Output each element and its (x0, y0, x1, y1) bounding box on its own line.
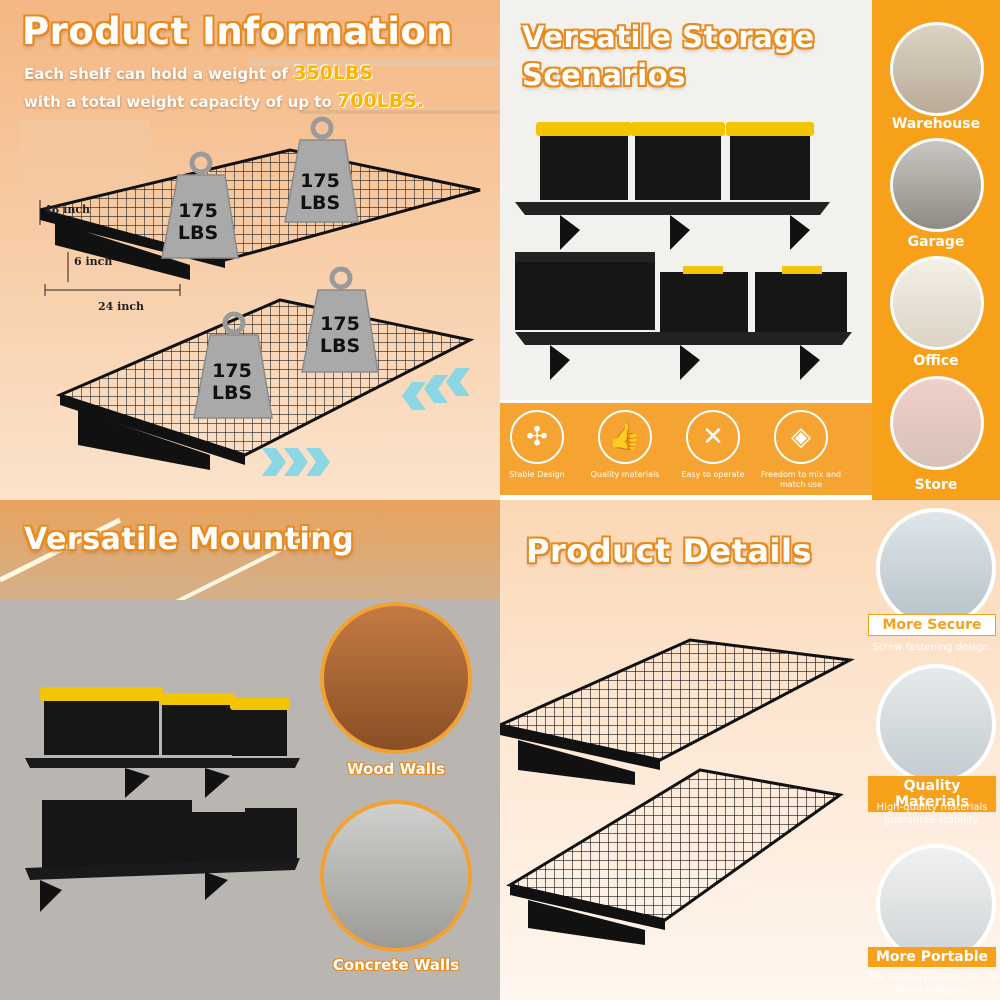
garage-scene-image (890, 138, 984, 232)
dimension-width-label: 48 inch (44, 203, 91, 216)
more-portable-desc: The support frame can be freely adjusted (867, 972, 997, 996)
office-scene-image (890, 256, 984, 350)
weight-label: 175 LBS (211, 360, 253, 404)
wood-wall-image (320, 602, 472, 754)
total-capacity-value: 700LBS. (337, 90, 425, 112)
versatile-mounting-panel: Versatile Mounting (0, 500, 500, 1000)
scenario-label-store: Store (914, 477, 958, 493)
warehouse-scene-image (890, 22, 984, 116)
layers-icon: ◈ (774, 410, 828, 464)
capacity-line-2: with a total weight capacity of up to 70… (24, 90, 424, 112)
scenario-label-garage: Garage (907, 234, 965, 250)
feature-easy-to-operate: ✕ Easy to operate (668, 410, 758, 480)
thumbs-up-icon: 👍 (598, 410, 652, 464)
dimension-depth-label: 24 inch (98, 300, 145, 313)
capacity-line-1-text: Each shelf can hold a weight of (24, 65, 288, 83)
more-portable-label: More Portable (868, 947, 996, 967)
product-information-panel: Product Information Each shelf can hold … (0, 0, 500, 500)
capacity-line-2-text: with a total weight capacity of up to (24, 93, 332, 111)
storage-title-line-1: Versatile Storage (522, 20, 815, 54)
feature-quality-materials: 👍 Quality materials (580, 410, 670, 480)
quality-materials-image (876, 664, 996, 784)
feature-label: Quality materials (590, 470, 660, 479)
storage-shelf-illustration (500, 0, 872, 400)
details-shelf-illustration (500, 638, 855, 945)
tools-icon: ✕ (686, 410, 740, 464)
mounting-title: Versatile Mounting (24, 522, 355, 557)
more-secure-desc: Screw fastening design. (872, 642, 992, 653)
concrete-wall-image (320, 800, 472, 952)
feature-mix-and-match: ◈ Freedom to mix and match use (756, 410, 846, 490)
concrete-walls-label: Concrete Walls (332, 956, 460, 974)
dimension-height-label: 6 inch (74, 255, 113, 268)
shelf-illustration (20, 60, 500, 476)
feature-label: Stable Design (509, 470, 565, 479)
scenario-label-warehouse: Warehouse (891, 116, 981, 132)
weight-label: 175 LBS (319, 313, 361, 357)
weight-label: 175 LBS (299, 170, 341, 214)
product-information-title: Product Information (22, 10, 454, 53)
feature-label: Easy to operate (681, 470, 745, 479)
wood-walls-label: Wood Walls (347, 760, 445, 778)
quality-materials-desc: High-quality materials guarantee stabili… (876, 802, 988, 826)
capacity-line-1: Each shelf can hold a weight of 350LBS (24, 62, 373, 84)
product-details-title: Product Details (526, 532, 812, 570)
more-secure-label: More Secure (868, 614, 996, 636)
scenario-label-office: Office (913, 353, 959, 369)
storage-title-line-2: Scenarios (522, 58, 686, 92)
screw-fastening-image (876, 508, 996, 628)
quality-materials-label: Quality Materials (868, 776, 996, 812)
store-scene-image (890, 376, 984, 470)
feature-stable-design: ✣ Stable Design (492, 410, 582, 480)
shelf-capacity-value: 350LBS (293, 62, 374, 84)
support-frame-image (876, 844, 996, 964)
feature-label: Freedom to mix and match use (760, 470, 842, 489)
stable-design-icon: ✣ (510, 410, 564, 464)
weight-label: 175 LBS (177, 200, 219, 244)
storage-title: Versatile Storage Scenarios (522, 18, 815, 94)
